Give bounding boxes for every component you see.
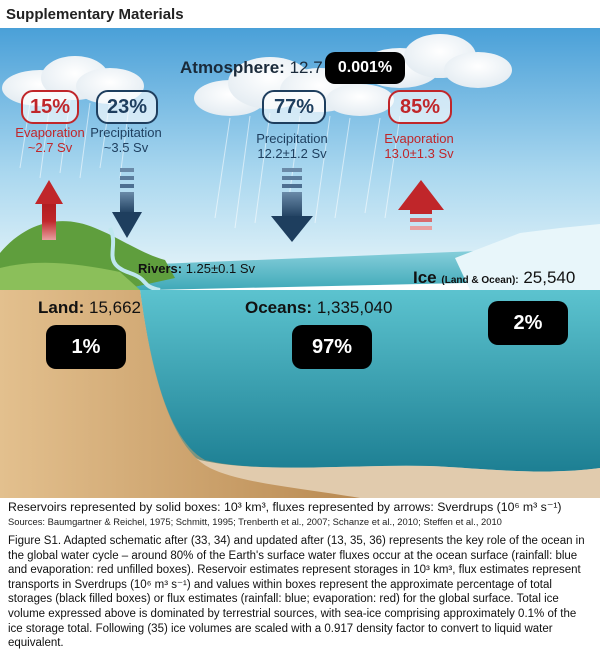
rivers-label: Rivers: 1.25±0.1 Sv	[138, 261, 255, 276]
ocean-precipitation-percent: 77%	[262, 90, 326, 124]
atmosphere-label: Atmosphere: 12.7	[180, 58, 323, 77]
atmosphere-percent-box: 0.001%	[325, 52, 405, 84]
land-evaporation-percent: 15%	[21, 90, 79, 124]
caption-units: Reservoirs represented by solid boxes: 1…	[8, 500, 562, 514]
ocean-evaporation-label: Evaporation	[384, 131, 454, 146]
arrow-land-evaporation	[35, 180, 63, 240]
caption-body: Figure S1. Adapted schematic after (33, …	[8, 535, 585, 650]
land-precipitation-value: ~3.5 Sv	[103, 140, 149, 155]
arrow-ocean-precipitation	[271, 168, 313, 242]
ice-shelf	[455, 224, 600, 290]
ice-label: Ice (Land & Ocean): 25,540	[413, 268, 576, 287]
land-evaporation-value: ~2.7 Sv	[27, 140, 73, 155]
land-evaporation-label: Evaporation	[15, 125, 85, 140]
ocean-evaporation-percent: 85%	[388, 90, 452, 124]
arrow-ocean-evaporation	[398, 180, 444, 230]
ocean-body	[140, 290, 600, 472]
ocean-evaporation-value: 13.0±1.3 Sv	[384, 146, 454, 161]
water-cycle-diagram: Atmosphere: 12.7 0.001% 15% Evaporation …	[0, 28, 600, 498]
land-precipitation-label: Precipitation	[90, 125, 162, 140]
page-header: Supplementary Materials	[6, 6, 184, 23]
land-label: Land: 15,662	[38, 298, 142, 317]
ocean-precipitation-label: Precipitation	[256, 131, 328, 146]
oceans-label: Oceans: 1,335,040	[245, 298, 393, 317]
river	[108, 227, 161, 292]
land-precipitation-percent: 23%	[96, 90, 158, 124]
land-percent-box: 1%	[46, 325, 126, 369]
oceans-percent-box: 97%	[292, 325, 372, 369]
ocean-precipitation-value: 12.2±1.2 Sv	[257, 146, 327, 161]
arrow-land-precipitation	[112, 168, 142, 238]
caption-sources: Sources: Baumgartner & Reichel, 1975; Sc…	[8, 516, 502, 527]
ice-percent-box: 2%	[488, 301, 568, 345]
